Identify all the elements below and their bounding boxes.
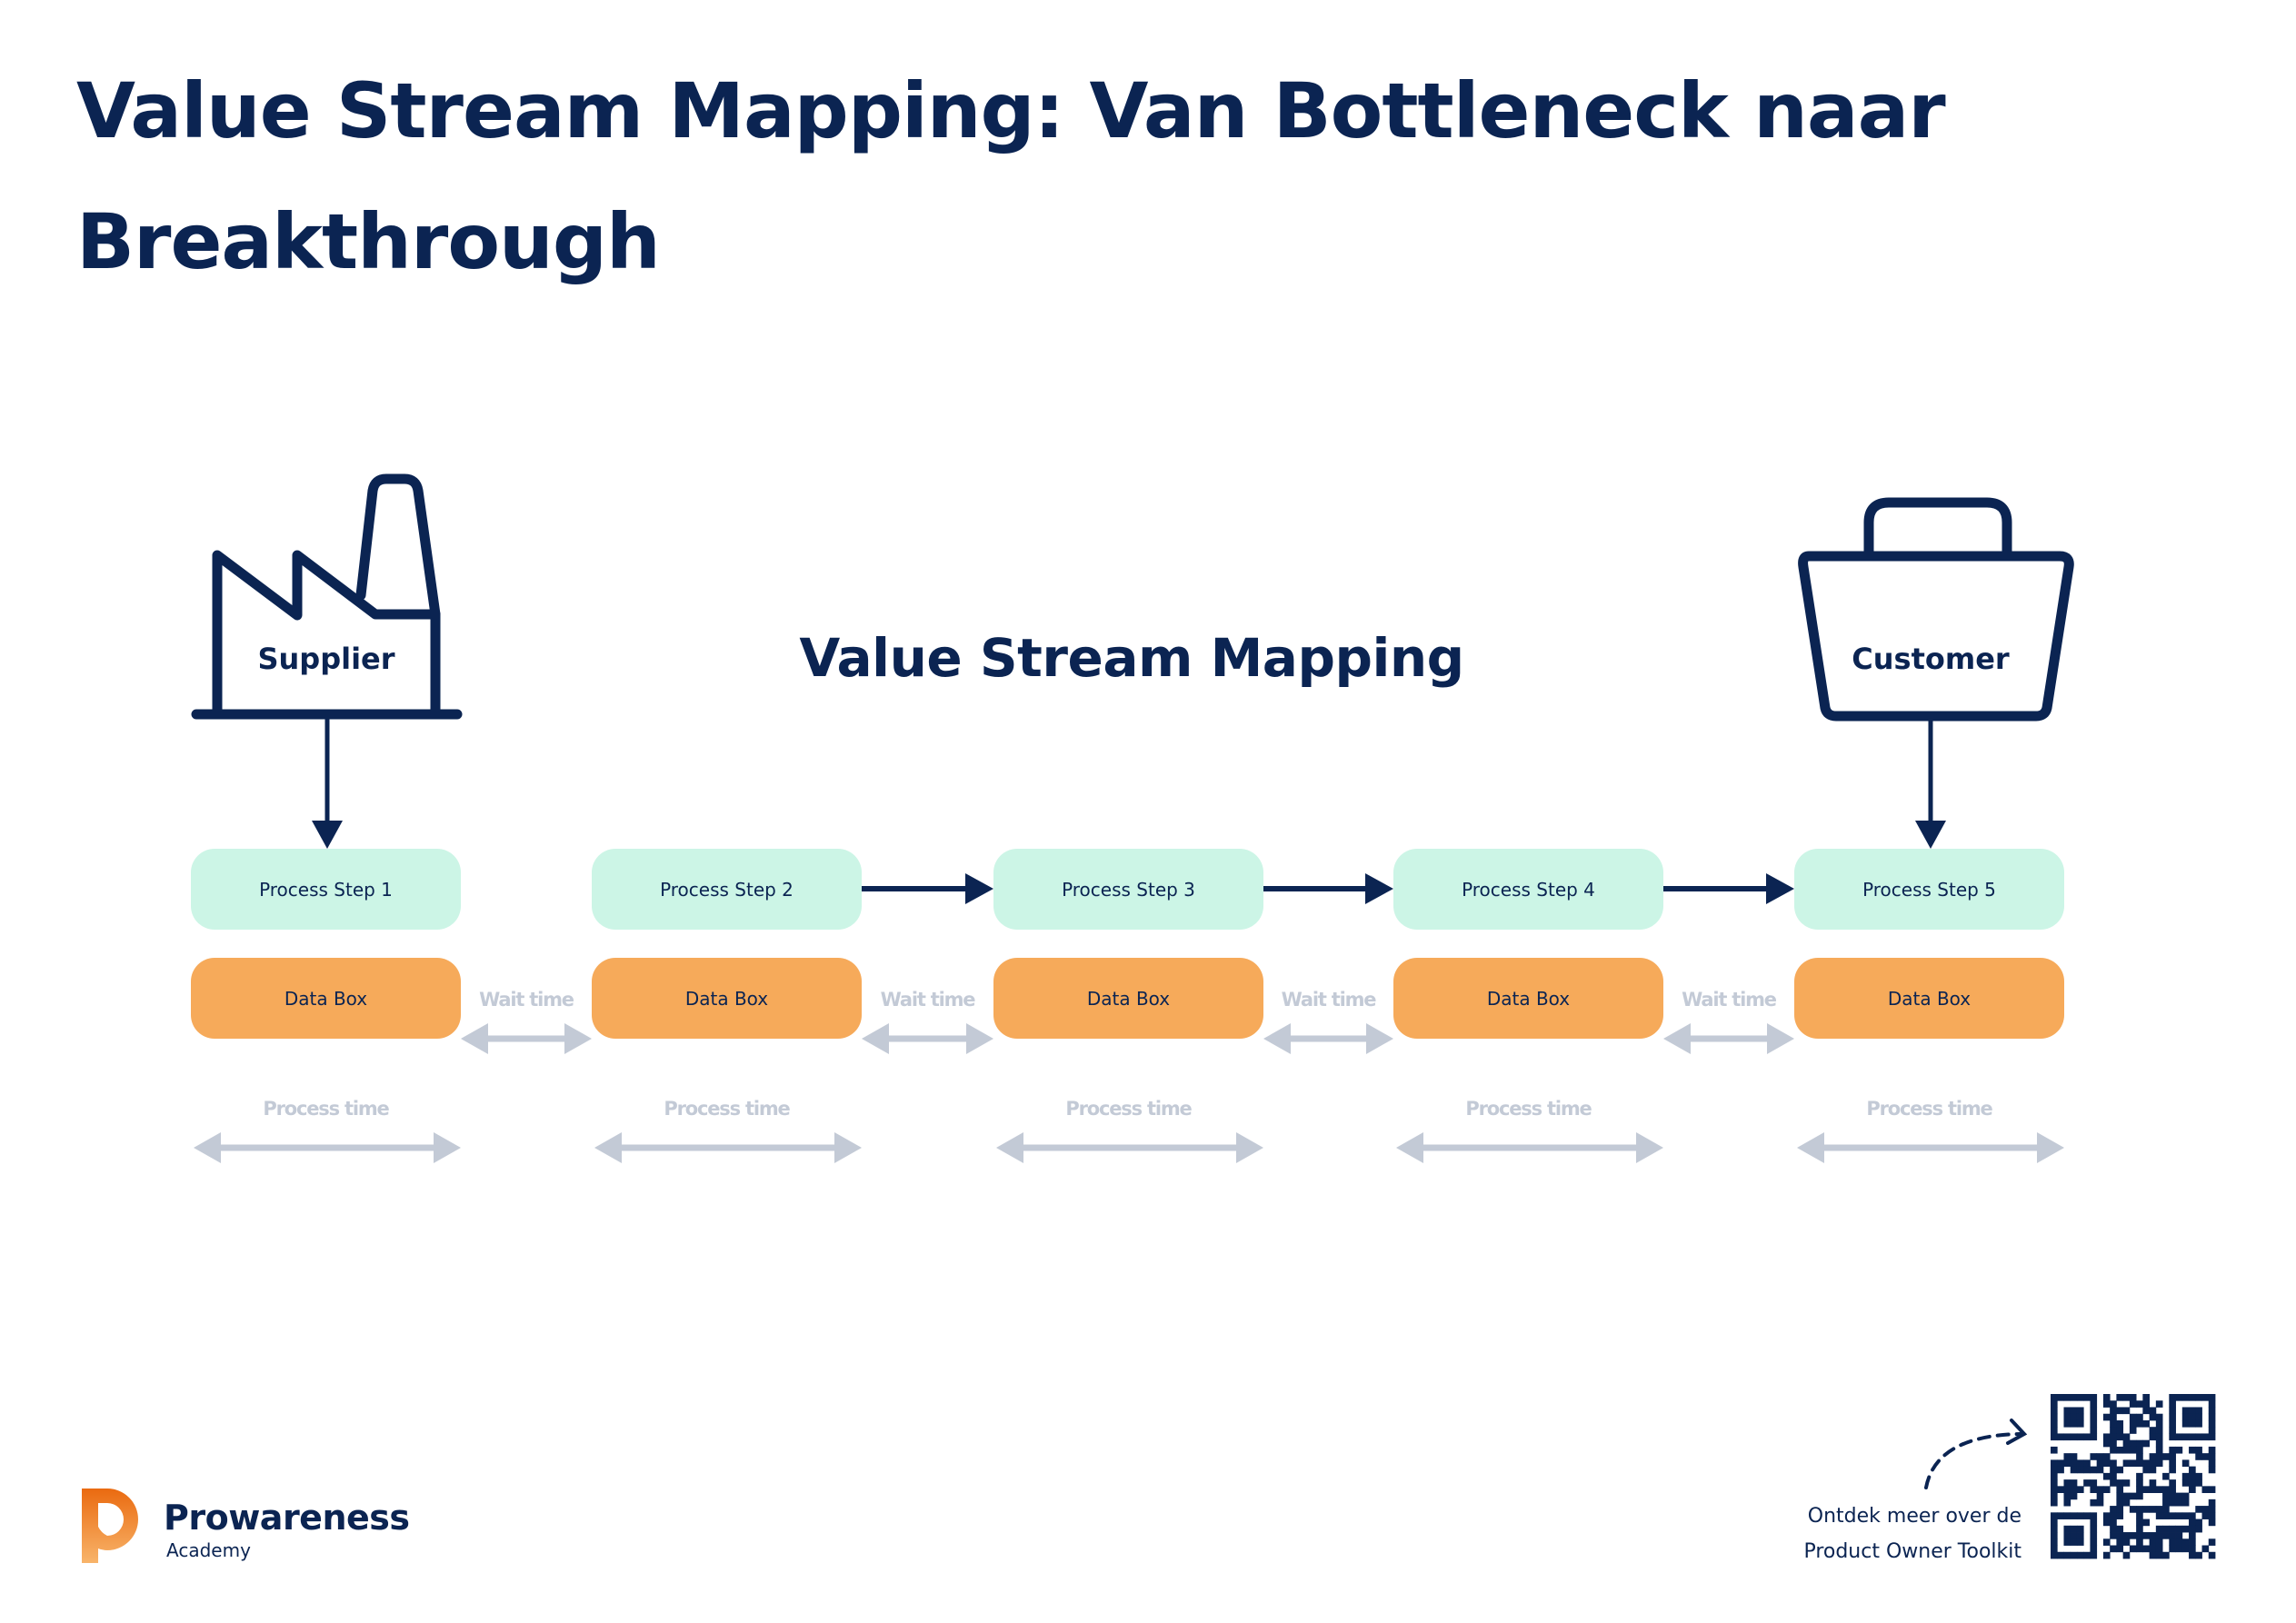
- process-step-label: Process Step 4: [1462, 878, 1595, 901]
- process-time-arrow: [594, 1132, 862, 1163]
- process-step-box[interactable]: Process Step 2: [592, 849, 862, 930]
- supplier-arrow: [312, 718, 343, 849]
- supplier-label: Supplier: [257, 642, 395, 676]
- wait-time-arrow: [1263, 1023, 1393, 1054]
- data-box-label: Data Box: [1086, 987, 1171, 1010]
- time-arrows: [194, 1023, 2064, 1163]
- cta-line-1[interactable]: Ontdek meer over de: [1807, 1505, 2021, 1528]
- process-time-label: Process time: [263, 1098, 389, 1120]
- qr-code-icon[interactable]: [2051, 1394, 2216, 1559]
- process-time-arrow: [996, 1132, 1263, 1163]
- data-box[interactable]: Data Box: [1794, 958, 2064, 1039]
- data-box[interactable]: Data Box: [191, 958, 461, 1039]
- wait-time-arrow: [461, 1023, 592, 1054]
- process-time-label: Process time: [664, 1098, 790, 1120]
- process-time-label: Process time: [1866, 1098, 1992, 1120]
- process-step-label: Process Step 3: [1062, 878, 1195, 901]
- diagram-title: Value Stream Mapping: [799, 627, 1464, 689]
- data-box[interactable]: Data Box: [993, 958, 1263, 1039]
- flow-arrows: [862, 873, 1794, 904]
- flow-arrow: [1263, 873, 1393, 904]
- cta-line-2[interactable]: Product Owner Toolkit: [1803, 1540, 2021, 1563]
- process-step-label: Process Step 1: [259, 878, 393, 901]
- wait-time-label: Wait time: [479, 989, 574, 1011]
- process-time-label: Process time: [1465, 1098, 1592, 1120]
- flow-arrow: [862, 873, 993, 904]
- process-time-arrow: [1396, 1132, 1663, 1163]
- wait-time-label: Wait time: [1682, 989, 1777, 1011]
- wait-time-label: Wait time: [1281, 989, 1377, 1011]
- wait-time-arrow: [1663, 1023, 1794, 1054]
- data-box[interactable]: Data Box: [592, 958, 862, 1039]
- shopping-basket-icon: [1798, 497, 2074, 722]
- customer-label: Customer: [1852, 642, 2010, 676]
- brand-name: Prowareness: [164, 1498, 410, 1538]
- flow-arrow: [1663, 873, 1794, 904]
- page-title: Value Stream Mapping: Van Bottleneck naa…: [76, 45, 2076, 307]
- factory-icon: [191, 473, 463, 720]
- data-box-label: Data Box: [1486, 987, 1571, 1010]
- data-box-label: Data Box: [1887, 987, 1972, 1010]
- prowareness-logo-icon: [82, 1489, 138, 1563]
- process-step-box[interactable]: Process Step 1: [191, 849, 461, 930]
- process-step-label: Process Step 2: [660, 878, 794, 901]
- wait-time-label: Wait time: [880, 989, 976, 1011]
- page-title-line-2: Breakthrough: [76, 197, 661, 286]
- process-step-label: Process Step 5: [1862, 878, 1996, 901]
- brand-subtitle: Academy: [166, 1539, 251, 1561]
- data-box[interactable]: Data Box: [1393, 958, 1663, 1039]
- process-step-box[interactable]: Process Step 5: [1794, 849, 2064, 930]
- process-step-box[interactable]: Process Step 3: [993, 849, 1263, 930]
- dashed-arrow-icon: [1924, 1419, 2028, 1489]
- process-time-label: Process time: [1065, 1098, 1192, 1120]
- wait-time-arrow: [862, 1023, 993, 1054]
- process-time-arrow: [1797, 1132, 2064, 1163]
- page-title-line-1: Value Stream Mapping: Van Bottleneck naa…: [76, 66, 1946, 155]
- process-time-arrow: [194, 1132, 461, 1163]
- data-box-label: Data Box: [284, 987, 368, 1010]
- process-step-box[interactable]: Process Step 4: [1393, 849, 1663, 930]
- data-box-label: Data Box: [684, 987, 769, 1010]
- customer-arrow: [1915, 718, 1946, 849]
